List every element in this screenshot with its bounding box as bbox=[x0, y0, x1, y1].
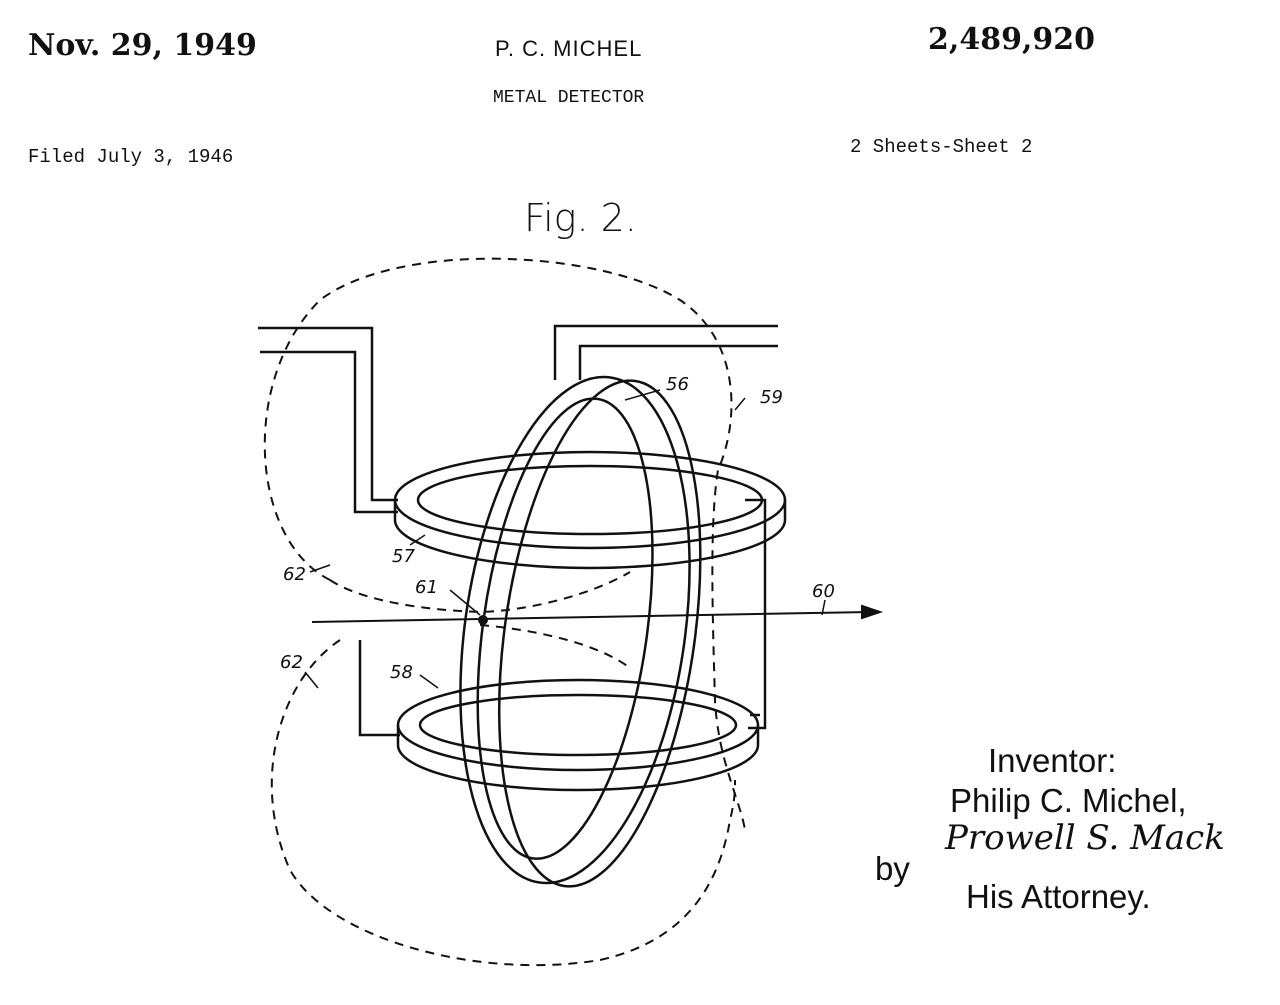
figure-caption: Fig. 2. bbox=[524, 196, 637, 240]
patent-title: METAL DETECTOR bbox=[493, 88, 645, 108]
coil-56 bbox=[459, 375, 702, 888]
label-60: 60 bbox=[812, 581, 835, 602]
label-56: 56 bbox=[666, 374, 689, 395]
label-59: 59 bbox=[760, 387, 783, 408]
inventor-label: Inventor: bbox=[988, 742, 1117, 779]
patent-date: Nov. 29, 1949 bbox=[28, 28, 257, 63]
attorney-label: His Attorney. bbox=[966, 878, 1151, 915]
inventor-header: P. C. MICHEL bbox=[495, 36, 643, 61]
coil-58 bbox=[396, 678, 760, 792]
leader-lines bbox=[304, 389, 826, 689]
by-label: by bbox=[875, 850, 910, 887]
inventor-name: Philip C. Michel, bbox=[950, 782, 1187, 819]
label-62b: 62 bbox=[280, 652, 303, 673]
filed-date: Filed July 3, 1946 bbox=[28, 146, 234, 168]
label-61: 61 bbox=[415, 577, 438, 598]
label-57: 57 bbox=[392, 546, 415, 567]
label-58: 58 bbox=[390, 662, 413, 683]
axis-60 bbox=[311, 604, 884, 625]
sheet-count: 2 Sheets-Sheet 2 bbox=[850, 136, 1033, 158]
patent-number: 2,489,920 bbox=[928, 22, 1096, 57]
attorney-signature: Prowell S. Mack bbox=[945, 818, 1225, 858]
magnetic-field-lines bbox=[263, 257, 746, 967]
label-62a: 62 bbox=[283, 564, 306, 585]
coil-57 bbox=[393, 450, 787, 570]
